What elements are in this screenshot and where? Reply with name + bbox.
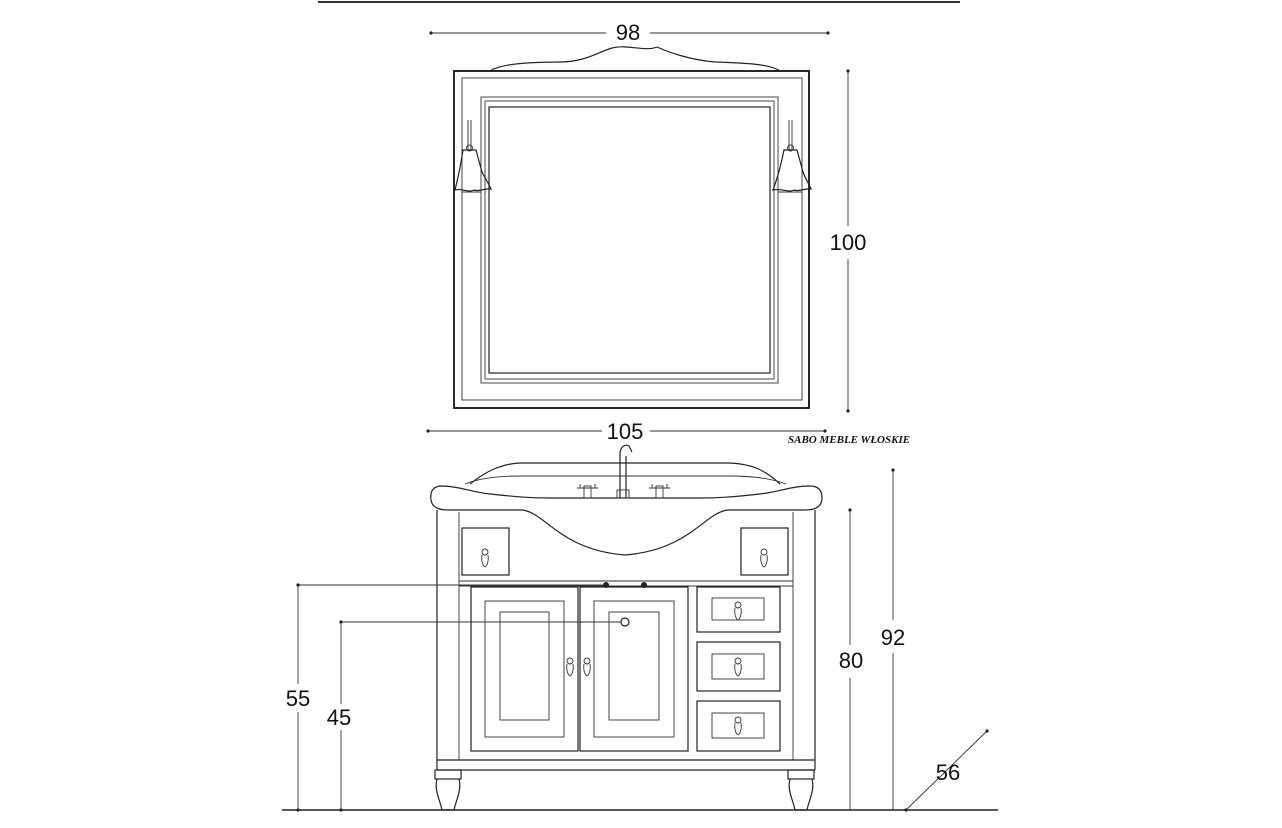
brand-label: SABO MEBLE WŁOSKIE bbox=[788, 434, 910, 446]
depth-label: 56 bbox=[936, 760, 960, 785]
top-right-drawer bbox=[740, 527, 789, 576]
right-foot bbox=[787, 769, 815, 811]
side-drawer-3 bbox=[696, 700, 781, 752]
side-drawer-1 bbox=[696, 586, 781, 633]
mirror-frame-bead-2 bbox=[484, 100, 775, 380]
top-left-drawer bbox=[461, 527, 510, 576]
depth-dimension: 56 bbox=[904, 729, 989, 812]
right-wall-lamp bbox=[772, 120, 812, 192]
drain-height-dimension: 55 bbox=[286, 583, 606, 812]
water-outlet bbox=[620, 617, 630, 627]
cabinet-height-label: 80 bbox=[839, 648, 863, 673]
total-height-dimension: 92 bbox=[881, 468, 905, 810]
cabinet-height-dimension: 80 bbox=[839, 508, 863, 810]
vanity-unit bbox=[430, 444, 823, 811]
faucet bbox=[616, 444, 633, 499]
mirror-glass bbox=[488, 106, 771, 374]
right-tap-handle bbox=[649, 484, 670, 499]
mirror-frame-inner bbox=[461, 77, 803, 401]
total-height-label: 92 bbox=[881, 625, 905, 650]
mirror-frame-outer bbox=[453, 70, 810, 409]
left-wall-lamp bbox=[454, 120, 492, 192]
basin-top bbox=[469, 462, 781, 485]
water-height-dimension: 45 bbox=[327, 620, 621, 812]
mirror-width-label: 98 bbox=[616, 20, 640, 45]
mirror-height-dimension: 100 bbox=[830, 69, 867, 413]
left-tap-handle bbox=[577, 484, 598, 499]
side-drawer-2 bbox=[696, 641, 781, 692]
left-door bbox=[470, 586, 579, 752]
drain-height-label: 55 bbox=[286, 686, 310, 711]
mirror-frame-bead bbox=[480, 96, 779, 384]
mirror-crown bbox=[489, 46, 781, 72]
water-height-label: 45 bbox=[327, 705, 351, 730]
left-foot bbox=[434, 769, 462, 811]
mirror-height-label: 100 bbox=[830, 230, 867, 255]
cabinet-width-dimension: 105 bbox=[426, 419, 827, 444]
ceramic-counter bbox=[430, 485, 823, 556]
mirror-width-dimension: 98 bbox=[429, 20, 830, 45]
mirror bbox=[453, 46, 812, 409]
cabinet-width-label: 105 bbox=[607, 419, 644, 444]
right-door bbox=[579, 586, 689, 752]
